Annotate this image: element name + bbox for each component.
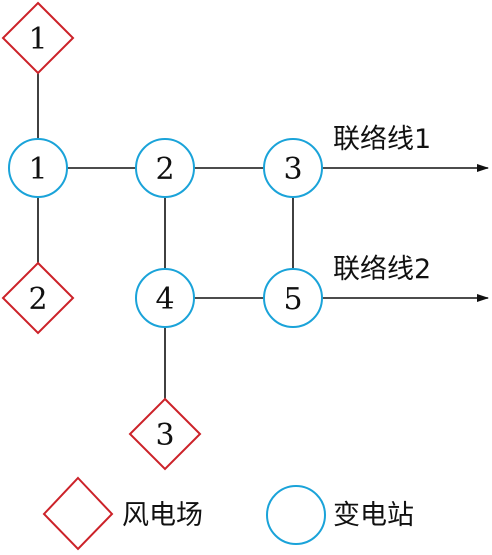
substation-2: 2 (135, 138, 195, 198)
wind-farm-number: 3 (155, 418, 174, 453)
legend-circle-icon (266, 485, 326, 545)
connections (37, 38, 294, 434)
substation-number: 4 (155, 282, 174, 317)
nodes: 1 2 3 1 2 3 4 5 (1, 1, 323, 471)
substation-circle-icon (135, 268, 195, 328)
legend: 风电场 变电站 (42, 476, 414, 551)
wind-farm-diamond-icon (128, 397, 202, 471)
tie-line-1-label: 联络线1 (333, 124, 431, 155)
wind-farm-number: 2 (28, 282, 47, 317)
legend-substation: 变电站 (266, 485, 414, 545)
substation-number: 5 (283, 282, 302, 317)
substation-circle-icon (8, 138, 68, 198)
tie-lines: 联络线1 联络线2 (322, 124, 489, 302)
substation-circle-icon (263, 138, 323, 198)
wind-farm-2: 2 (1, 261, 75, 335)
wind-farm-1: 1 (1, 1, 75, 75)
substation-3: 3 (263, 138, 323, 198)
substation-circle-icon (263, 268, 323, 328)
legend-wind-farm: 风电场 (42, 476, 203, 551)
wind-farm-number: 1 (28, 22, 47, 57)
substation-5: 5 (263, 268, 323, 328)
wind-farm-diamond-icon (1, 261, 75, 335)
substation-1: 1 (8, 138, 68, 198)
wind-farm-diamond-icon (1, 1, 75, 75)
legend-substation-label: 变电站 (333, 500, 414, 531)
substation-circle-icon (135, 138, 195, 198)
substation-number: 2 (155, 152, 174, 187)
tie-line-2-label: 联络线2 (333, 254, 431, 285)
legend-wind-farm-label: 风电场 (122, 500, 203, 531)
wind-farm-3: 3 (128, 397, 202, 471)
substation-4: 4 (135, 268, 195, 328)
substation-number: 3 (283, 152, 302, 187)
substation-number: 1 (28, 152, 47, 187)
legend-diamond-icon (42, 476, 114, 551)
